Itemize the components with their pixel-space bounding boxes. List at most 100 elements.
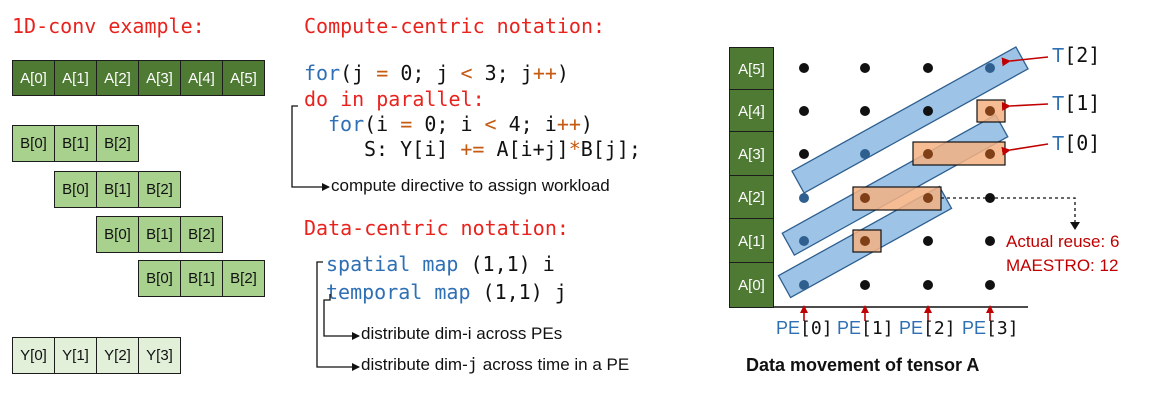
- column-a-cell: A[4]: [729, 89, 774, 134]
- code-fragment: 0; j: [388, 61, 461, 85]
- tensor-a-cell: A[3]: [138, 60, 181, 96]
- temporal-connector: [316, 261, 360, 371]
- tile-label-t2: T[2]: [1052, 43, 1100, 68]
- code-fragment: (1,1) j: [470, 280, 567, 304]
- tensor-b-cell: B[2]: [180, 216, 223, 253]
- pe-prefix: PE: [776, 318, 801, 338]
- maestro-note: MAESTRO: 12: [1006, 256, 1119, 275]
- reuse-dots: [860, 106, 995, 246]
- pe-label-0: PE[0]: [776, 318, 833, 339]
- inner-loop-line: for(i = 0; i < 4; i++): [328, 112, 593, 136]
- column-a-cell: A[3]: [729, 131, 774, 177]
- tensor-b-cell: B[1]: [180, 260, 223, 297]
- note-dim: j: [467, 355, 479, 375]
- tensor-y-cell: Y[3]: [138, 337, 181, 374]
- spatial-note: distribute dim-i across PEs: [361, 324, 563, 343]
- band-t2: [791, 46, 1029, 194]
- temporal-map-keyword: temporal map: [326, 280, 471, 304]
- tile-label-t0: T[0]: [1052, 131, 1100, 156]
- tensor-b-cell: B[0]: [96, 216, 139, 253]
- actual-reuse-note: Actual reuse: 6: [1006, 232, 1120, 251]
- code-fragment: S: Y[i]: [364, 137, 461, 161]
- for-keyword: for: [304, 61, 341, 85]
- tensor-b-cell: B[2]: [96, 125, 139, 162]
- for-keyword: for: [328, 112, 365, 136]
- column-a-cell: A[0]: [729, 262, 774, 308]
- tile-prefix: T: [1052, 93, 1065, 115]
- code-fragment: 3; j: [472, 61, 533, 85]
- tensor-y-cell: Y[0]: [12, 337, 55, 374]
- code-fragment: (i: [364, 112, 401, 136]
- code-operator: ++: [556, 112, 581, 136]
- grid-dots: [799, 63, 995, 290]
- note-fragment: distribute dim-: [361, 355, 468, 374]
- code-operator: <: [484, 112, 497, 136]
- spatial-connector: [323, 294, 360, 340]
- temporal-map-line: temporal map (1,1) j: [326, 280, 567, 304]
- column-a-cell: A[5]: [729, 47, 774, 92]
- tile-prefix: T: [1052, 45, 1065, 67]
- code-operator: =: [400, 112, 413, 136]
- code-fragment: (j: [340, 61, 377, 85]
- tensor-y-cell: Y[2]: [96, 337, 139, 374]
- code-operator: +=: [460, 137, 485, 161]
- tensor-b-cell: B[2]: [138, 171, 181, 208]
- pe-prefix: PE: [899, 318, 924, 338]
- tensor-b-cell: B[2]: [222, 260, 265, 297]
- code-operator: <: [460, 61, 473, 85]
- tile-index: [0]: [1064, 131, 1101, 155]
- reuse-dashed-pointer: [941, 197, 1076, 224]
- t0-pointer: [1001, 143, 1049, 156]
- outer-loop-line: for(j = 0; j < 3; j++): [304, 61, 569, 85]
- note-fragment: across time in a PE: [478, 355, 630, 374]
- code-operator: ++: [532, 61, 557, 85]
- directive-connector: [291, 105, 330, 191]
- pe-index: [0]: [800, 318, 833, 339]
- t1-pointer: [1001, 101, 1049, 111]
- tile-index: [2]: [1064, 43, 1101, 67]
- column-a-cell: A[2]: [729, 175, 774, 220]
- statement-line: S: Y[i] += A[i+j]*B[j];: [364, 137, 641, 161]
- tensor-a-cell: A[5]: [222, 60, 265, 96]
- parallel-directive-line: do in parallel:: [304, 87, 485, 111]
- conv-example-title: 1D-conv example:: [12, 14, 205, 38]
- tensor-a-cell: A[0]: [12, 60, 55, 96]
- code-fragment: (1,1) i: [458, 252, 555, 276]
- code-fragment: 4; i: [496, 112, 557, 136]
- diagram-caption: Data movement of tensor A: [746, 355, 980, 375]
- tensor-b-cell: B[1]: [96, 171, 139, 208]
- temporal-note: distribute dim-j across time in a PE: [361, 355, 629, 375]
- tile-label-t1: T[1]: [1052, 91, 1100, 116]
- code-fragment: A[i+j]: [484, 137, 569, 161]
- compute-centric-title: Compute-centric notation:: [304, 14, 606, 38]
- tile-prefix: T: [1052, 133, 1065, 155]
- column-a-cell: A[1]: [729, 218, 774, 264]
- tensor-a-cell: A[1]: [54, 60, 97, 96]
- pe-index: [2]: [923, 318, 956, 339]
- code-fragment: ): [556, 61, 569, 85]
- tensor-b-cell: B[0]: [54, 171, 97, 208]
- spatial-map-keyword: spatial map: [326, 252, 459, 276]
- pe-index: [3]: [986, 318, 1019, 339]
- tensor-b-cell: B[0]: [12, 125, 55, 162]
- tensor-b-cell: B[1]: [54, 125, 97, 162]
- pe-prefix: PE: [837, 318, 862, 338]
- directive-note: compute directive to assign workload: [331, 176, 610, 195]
- reuse-arrowhead: [1070, 222, 1080, 230]
- tile-index: [1]: [1064, 91, 1101, 115]
- band-dots: [799, 63, 995, 290]
- data-centric-title: Data-centric notation:: [304, 216, 569, 240]
- tensor-b-cell: B[0]: [138, 260, 181, 297]
- pe-label-1: PE[1]: [837, 318, 894, 339]
- pe-label-2: PE[2]: [899, 318, 956, 339]
- code-fragment: 0; i: [412, 112, 485, 136]
- code-operator: =: [376, 61, 389, 85]
- pe-label-3: PE[3]: [962, 318, 1019, 339]
- code-fragment: ): [580, 112, 593, 136]
- pe-prefix: PE: [962, 318, 987, 338]
- code-operator: *: [568, 137, 581, 161]
- t2-pointer: [1001, 56, 1049, 67]
- code-fragment: B[j];: [580, 137, 641, 161]
